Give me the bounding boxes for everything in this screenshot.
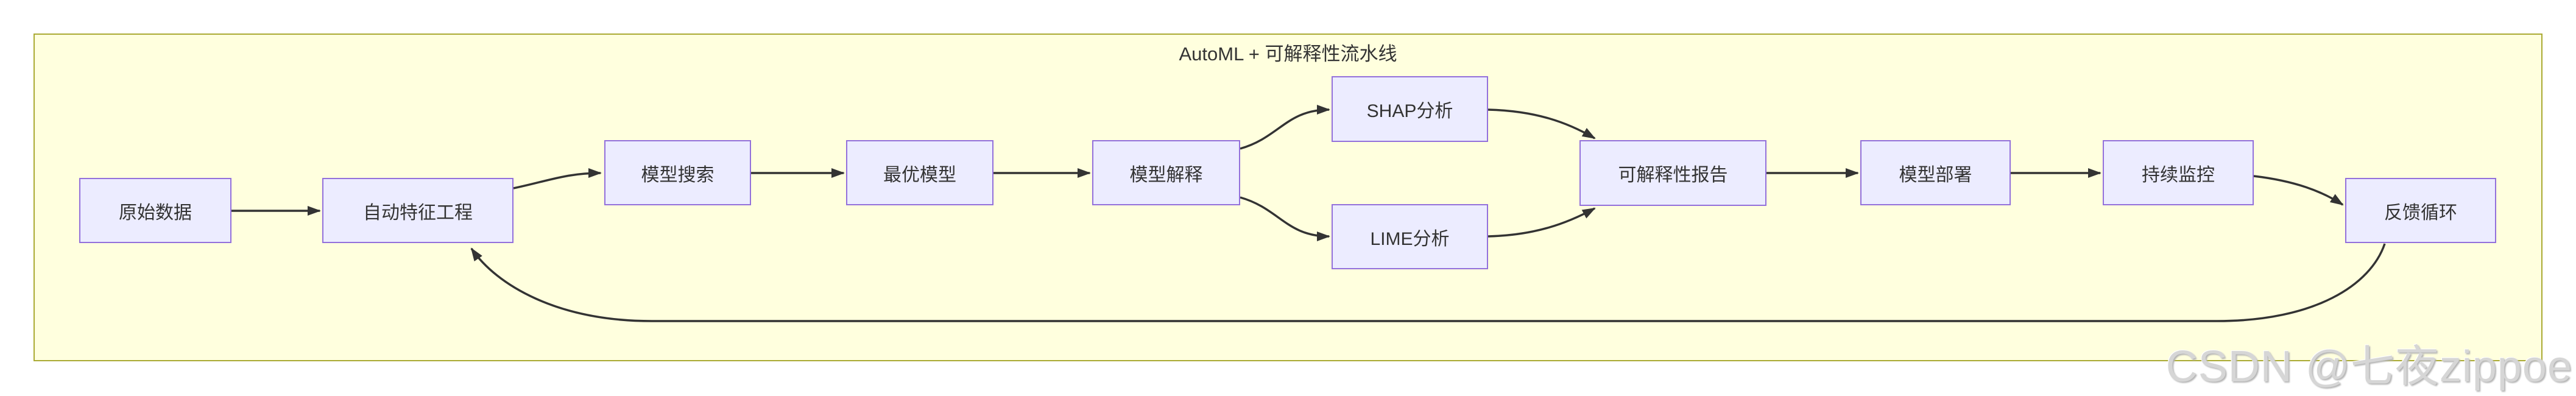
node-label: 模型解释	[1129, 164, 1203, 185]
node-label: 原始数据	[119, 202, 192, 223]
node-label: 自动特征工程	[363, 202, 473, 223]
node-shap-analysis: SHAP分析	[1332, 76, 1488, 142]
node-label: SHAP分析	[1366, 101, 1453, 121]
node-auto-feature-engineering: 自动特征工程	[322, 178, 513, 243]
node-label: LIME分析	[1370, 228, 1450, 249]
diagram-title: AutoML + 可解释性流水线	[1179, 43, 1397, 65]
node-continuous-monitoring: 持续监控	[2103, 140, 2254, 205]
node-lime-analysis: LIME分析	[1332, 204, 1488, 269]
watermark: CSDN @七夜zippoe	[2165, 342, 2572, 391]
node-interpretability-report: 可解释性报告	[1579, 140, 1766, 206]
node-label: 持续监控	[2142, 164, 2215, 185]
node-model-deployment: 模型部署	[1860, 140, 2011, 205]
node-model-interpretation: 模型解释	[1092, 140, 1240, 205]
node-feedback-loop: 反馈循环	[2345, 178, 2496, 243]
node-best-model: 最优模型	[846, 140, 993, 205]
node-label: 可解释性报告	[1618, 165, 1728, 185]
node-label: 最优模型	[883, 164, 956, 185]
node-raw-data: 原始数据	[79, 178, 231, 243]
node-model-search: 模型搜索	[604, 140, 751, 205]
node-label: 模型搜索	[641, 164, 715, 185]
node-label: 反馈循环	[2384, 202, 2457, 223]
node-label: 模型部署	[1899, 164, 1972, 185]
